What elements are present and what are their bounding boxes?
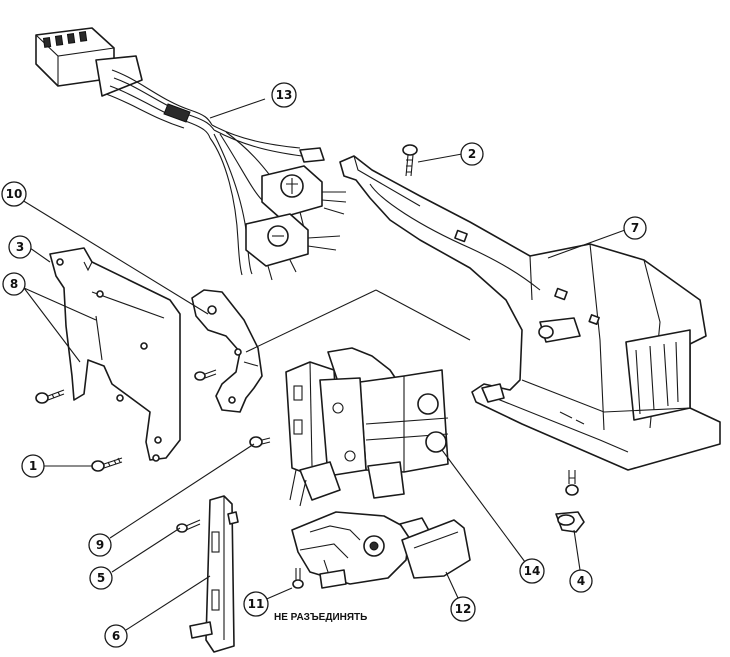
callout-label: 4 — [577, 574, 585, 588]
callout-1: 1 — [21, 454, 45, 478]
leader-lines — [21, 98, 626, 631]
side-plate — [191, 289, 263, 413]
callout-label: 10 — [6, 187, 23, 201]
callout-label: 14 — [524, 564, 541, 578]
screw-5 — [176, 519, 201, 533]
callout-label: 5 — [97, 571, 105, 585]
screw-8-left — [35, 389, 65, 404]
callout-14: 14 — [519, 558, 545, 584]
lever-housing — [339, 155, 721, 471]
callout-label: 9 — [96, 538, 104, 552]
callout-12: 12 — [450, 596, 476, 622]
callout-13: 13 — [271, 82, 297, 108]
bracket-strip — [189, 495, 239, 653]
callout-7: 7 — [623, 216, 647, 240]
harness-connector — [35, 27, 143, 97]
callout-9: 9 — [88, 533, 112, 557]
callout-label: 6 — [112, 629, 120, 643]
cap-4 — [555, 511, 585, 533]
callout-label: 7 — [631, 221, 639, 235]
lower-mechanism — [291, 511, 471, 589]
callout-label: 11 — [248, 597, 265, 611]
screw-8-plate — [194, 369, 217, 381]
wire-bundle — [105, 69, 303, 276]
callout-8: 8 — [2, 272, 26, 296]
do-not-disconnect-note: НЕ РАЗЪЕДИНЯТЬ — [274, 612, 367, 623]
callout-label: 12 — [455, 602, 472, 616]
harness-switch-upper — [261, 147, 347, 235]
switch-unit — [285, 347, 449, 507]
screw-9 — [249, 436, 271, 448]
link-rod — [245, 289, 471, 353]
callout-3: 3 — [8, 235, 32, 259]
screw-2 — [402, 144, 418, 177]
screw-1 — [91, 457, 123, 472]
screw-11 — [292, 568, 304, 589]
callout-label: 13 — [276, 88, 293, 102]
callout-6: 6 — [104, 624, 128, 648]
callout-2: 2 — [460, 142, 484, 166]
screw-4-upper — [565, 470, 579, 496]
callout-4: 4 — [569, 569, 593, 593]
harness-switch-lower — [245, 213, 341, 281]
callout-label: 3 — [16, 240, 24, 254]
wiring-harness — [35, 27, 347, 281]
callout-10: 10 — [1, 181, 27, 207]
callout-11: 11 — [243, 591, 269, 617]
callout-label: 2 — [468, 147, 476, 161]
callout-5: 5 — [89, 566, 113, 590]
callout-label: 8 — [10, 277, 18, 291]
mounting-bracket — [49, 247, 181, 462]
callout-label: 1 — [29, 459, 37, 473]
